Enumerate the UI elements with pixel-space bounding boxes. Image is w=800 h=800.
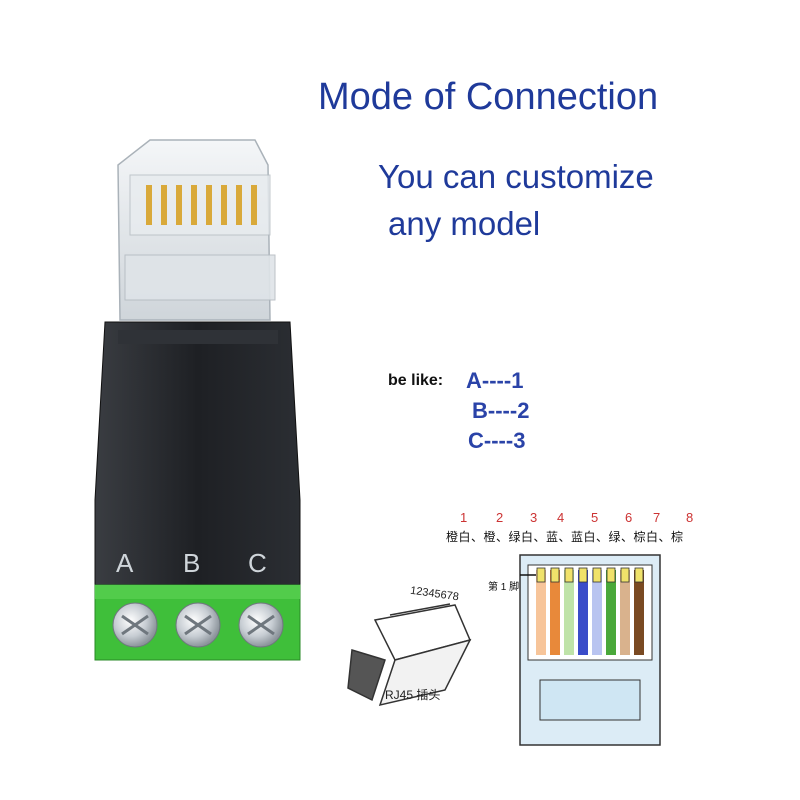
terminal-label-c: C bbox=[248, 548, 267, 578]
pin-number: 8 bbox=[686, 510, 694, 525]
screw-c bbox=[238, 602, 284, 648]
pin-number: 6 bbox=[625, 510, 633, 525]
pin-number: 5 bbox=[591, 510, 599, 525]
page-title: Mode of Connection bbox=[318, 76, 659, 118]
terminal-label-b: B bbox=[183, 548, 201, 578]
adapter-body bbox=[94, 321, 301, 591]
subtitle-line-1: You can customize bbox=[378, 158, 654, 195]
plug-caption: RJ45 插头 bbox=[385, 688, 441, 702]
terminal-block bbox=[94, 584, 301, 661]
pin-number: 1 bbox=[460, 510, 468, 525]
first-pin-label: 第 1 脚 bbox=[488, 582, 520, 593]
rj45-line-drawing bbox=[347, 603, 472, 707]
gold-pins bbox=[146, 185, 257, 225]
pin-contacts bbox=[536, 567, 644, 583]
mapping-row: B----2 bbox=[472, 398, 530, 423]
wire-strips bbox=[536, 570, 644, 655]
pinout-diagram bbox=[519, 554, 661, 746]
terminal-label-a: A bbox=[116, 548, 134, 578]
mapping-row: C----3 bbox=[468, 428, 526, 453]
screw-b bbox=[175, 602, 221, 648]
wire-color-labels: 橙白、橙、绿白、蓝、蓝白、绿、棕白、棕 bbox=[446, 530, 684, 544]
pin-number: 2 bbox=[496, 510, 504, 525]
mapping-label: be like: bbox=[388, 372, 444, 389]
subtitle-line-2: any model bbox=[388, 205, 541, 242]
rj45-plug bbox=[117, 139, 276, 321]
screw-a bbox=[112, 602, 158, 648]
mapping-row: A----1 bbox=[466, 368, 524, 393]
pin-number: 3 bbox=[530, 510, 538, 525]
pin-number: 4 bbox=[557, 510, 565, 525]
pin-number: 7 bbox=[653, 510, 661, 525]
